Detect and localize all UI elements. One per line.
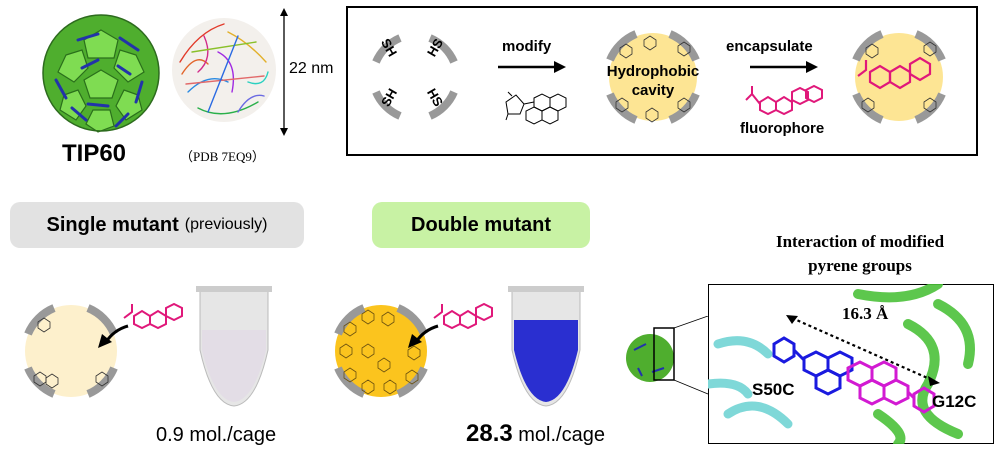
size-arrow [280, 8, 288, 136]
cavity-label-line1: Hydrophobic [606, 63, 700, 80]
cavity-label-line2: cavity [631, 82, 675, 99]
single-mutant-tube [196, 286, 272, 407]
double-mutant-title: Double mutant [411, 213, 551, 236]
double-mutant-value: 28.3 mol./cage [466, 420, 605, 448]
interaction-title-line2: pyrene groups [808, 256, 912, 275]
double-mutant-pill: Double mutant [372, 202, 590, 248]
residue-label-g12c: G12C [932, 392, 977, 411]
single-encapsulation-arrow [98, 302, 183, 348]
double-mutant-value-number: 28.3 [466, 420, 513, 447]
size-label: 22 nm [289, 60, 334, 77]
pdb-id-label: （PDB 7EQ9） [180, 149, 265, 164]
modify-label: modify [502, 38, 552, 55]
modification-scheme-box [346, 6, 978, 156]
fluorophore-molecule [745, 84, 823, 116]
encapsulate-label: encapsulate [726, 38, 813, 55]
single-mutant-pill: Single mutant (previously) [10, 202, 304, 248]
double-mutant-value-unit: mol./cage [512, 424, 605, 446]
double-encapsulation-arrow [408, 302, 493, 348]
hydrophobic-cage-diagram [606, 30, 700, 124]
encapsulated-cage-diagram [852, 30, 946, 124]
residue-label-s50c: S50C [752, 380, 795, 399]
pyrene-interaction-structure [708, 284, 994, 444]
encapsulate-arrow [750, 61, 818, 73]
maleimide-pyrene-molecule [505, 91, 567, 125]
double-mutant-cage-diagram [334, 304, 428, 398]
modify-arrow [498, 61, 566, 73]
cage-name-label: TIP60 [62, 140, 127, 167]
single-mutant-title: Single mutant [46, 213, 179, 236]
fluorophore-label: fluorophore [740, 120, 825, 137]
thiol-cage-diagram [372, 34, 458, 120]
distance-label: 16.3 Å [842, 304, 889, 323]
interaction-title-line1: Interaction of modified [775, 232, 945, 251]
pdb-structure-image [172, 18, 276, 122]
zoom-cage-image [626, 316, 709, 395]
tip60-cage-image [42, 14, 160, 133]
single-mutant-value: 0.9 mol./cage [156, 424, 277, 446]
double-mutant-tube [508, 286, 584, 407]
single-mutant-cage-diagram [24, 304, 118, 398]
single-mutant-note: (previously) [184, 216, 268, 233]
